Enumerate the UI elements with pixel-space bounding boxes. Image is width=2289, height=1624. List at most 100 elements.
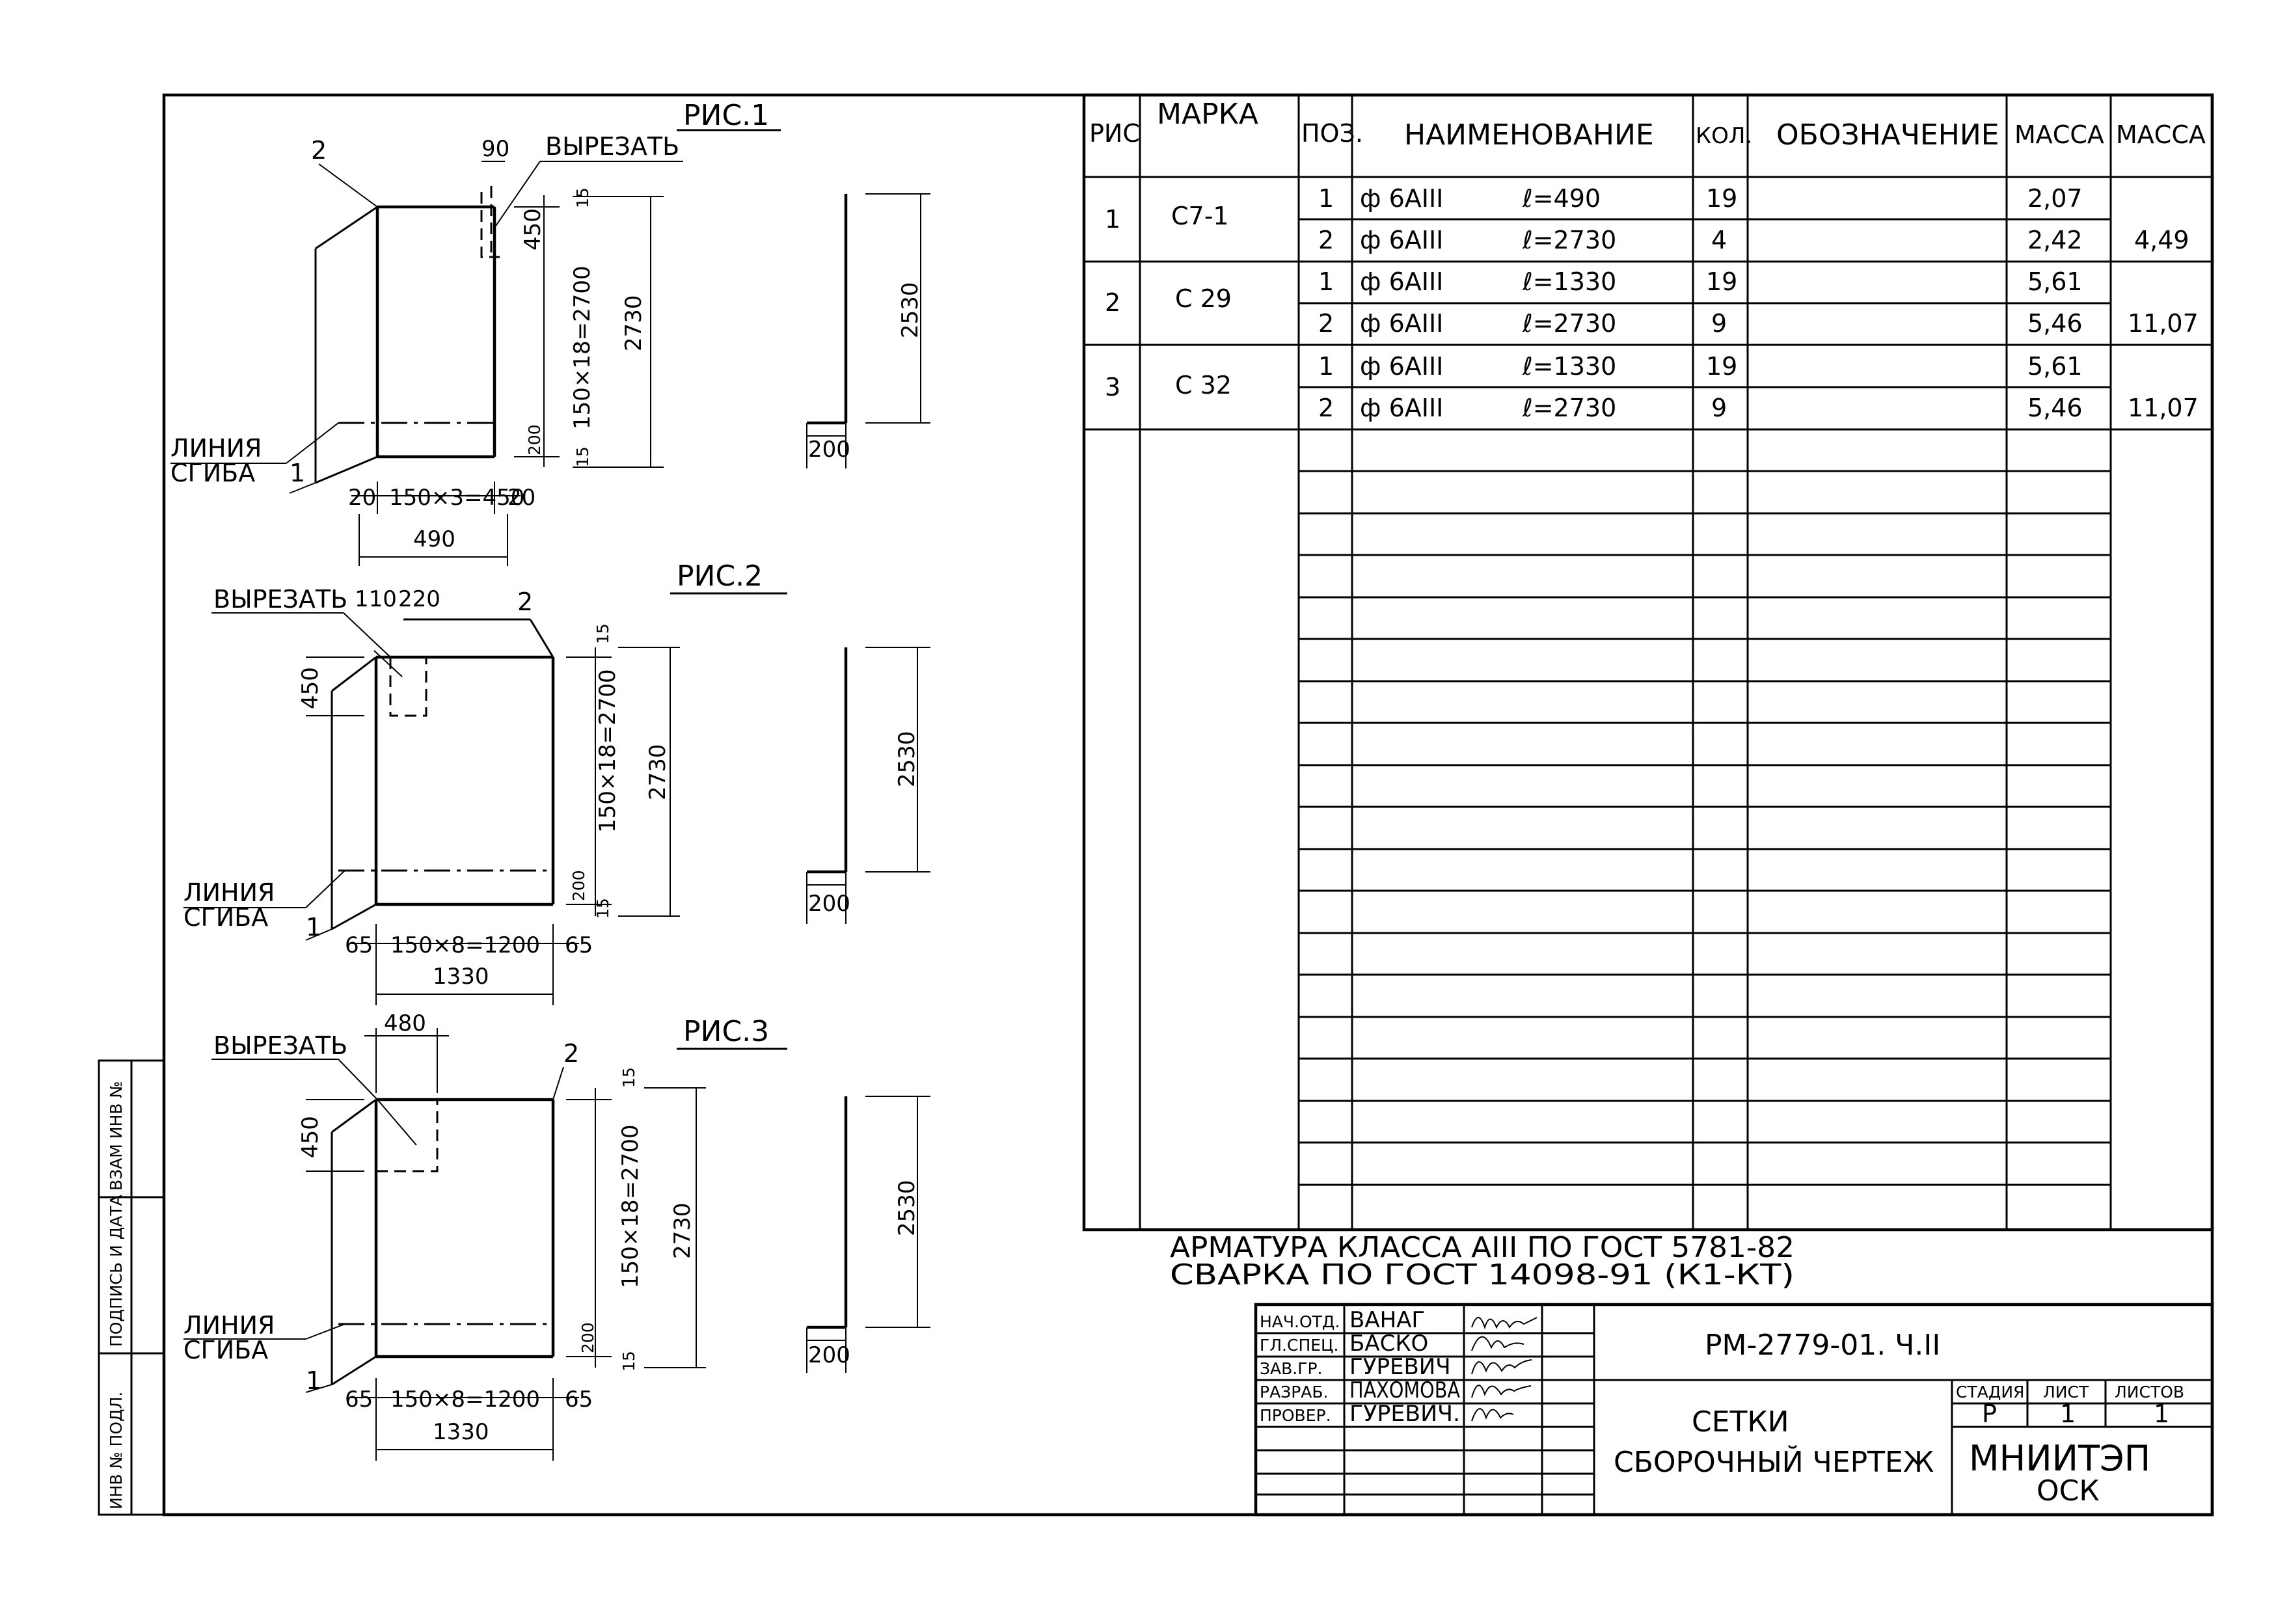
spec-header-name: НАИМЕНОВАНИЕ bbox=[1404, 118, 1654, 152]
figure-1-d2730: 2730 bbox=[621, 295, 647, 351]
figure-3-d450: 450 bbox=[297, 1116, 323, 1158]
figure-1-d90: 90 bbox=[481, 136, 509, 162]
figure-2-d65b: 65 bbox=[565, 932, 593, 958]
side-strip-sign: ПОДПИСЬ И ДАТА bbox=[107, 1195, 126, 1347]
figure-2-height: 2530 bbox=[894, 731, 920, 787]
figure-1-foot: 200 bbox=[808, 437, 850, 463]
figure-3-d2700: 150×18=2700 bbox=[617, 1124, 643, 1288]
figure-1: РИС.1 2 ВЫРЕЗАТЬ 90 ЛИНИЯ СГИБА 1 15 450… bbox=[170, 99, 930, 566]
figure-2: РИС.2 ВЫРЕЗАТЬ 110 220 2 450 ЛИНИЯ СГИБА… bbox=[183, 560, 930, 1005]
spec-row-mass: 5,61 bbox=[2027, 267, 2083, 296]
title-sheets: 1 bbox=[2154, 1400, 2169, 1428]
figure-3-title: РИС.3 bbox=[683, 1015, 769, 1048]
figure-1-height: 2530 bbox=[897, 282, 923, 338]
figure-1-d450: 450 bbox=[520, 208, 546, 250]
spec-group-1-mark: С7-1 bbox=[1171, 202, 1229, 230]
spec-header-designation: ОБОЗНАЧЕНИЕ bbox=[1776, 118, 1999, 152]
figure-3-pos2: 2 bbox=[563, 1039, 579, 1068]
spec-row-mass: 2,07 bbox=[2027, 184, 2083, 213]
figure-2-d1200: 150×8=1200 bbox=[390, 932, 540, 958]
figure-3: РИС.3 ВЫРЕЗАТЬ 480 2 450 ЛИНИЯ СГИБА 1 1… bbox=[183, 1010, 930, 1461]
title-name-checker: ГУРЕВИЧ. bbox=[1349, 1401, 1460, 1427]
figure-2-d15b: 15 bbox=[593, 898, 612, 919]
spec-group-3-fig: 3 bbox=[1105, 373, 1120, 401]
side-strip: ИНВ № ПОДЛ. ПОДПИСЬ И ДАТА ВЗАМ ИНВ № bbox=[98, 1059, 165, 1516]
title-sheets-label: ЛИСТОВ bbox=[2115, 1383, 2184, 1401]
spec-row-mass: 5,46 bbox=[2027, 394, 2083, 422]
signature-3 bbox=[1471, 1359, 1532, 1375]
title-doc-code: РМ-2779-01. Ч.II bbox=[1705, 1329, 1940, 1362]
spec-row-len: ℓ=490 bbox=[1522, 184, 1601, 213]
title-org: МНИИТЭП bbox=[1969, 1438, 2150, 1479]
spec-group-2-mark: С 29 bbox=[1175, 284, 1232, 313]
figure-2-d220: 220 bbox=[398, 586, 440, 612]
figure-3-foot: 200 bbox=[808, 1342, 850, 1368]
title-name-line1: СЕТКИ bbox=[1692, 1405, 1789, 1439]
spec-row-name: ф 6АIII bbox=[1360, 267, 1443, 296]
spec-row-mass: 5,46 bbox=[2027, 309, 2083, 338]
figure-3-d2730: 2730 bbox=[670, 1202, 696, 1259]
figure-1-d15a: 15 bbox=[573, 187, 592, 208]
spec-row-name: ф 6АIII bbox=[1360, 394, 1443, 422]
title-name-author: ПАХОМОВА bbox=[1349, 1377, 1460, 1403]
spec-group-3-total: 11,07 bbox=[2128, 394, 2199, 422]
spec-row-pos: 1 bbox=[1318, 267, 1334, 296]
spec-group-2-fig: 2 bbox=[1105, 288, 1120, 317]
notes: АРМАТУРА КЛАССА АIII ПО ГОСТ 5781-82 СВА… bbox=[1170, 1231, 1795, 1292]
spec-row-name: ф 6АIII bbox=[1360, 226, 1443, 254]
title-role-group: ЗАВ.ГР. bbox=[1260, 1359, 1323, 1378]
figure-3-d480: 480 bbox=[384, 1010, 426, 1036]
spec-group-3-mark: С 32 bbox=[1175, 371, 1232, 399]
spec-row-pos: 2 bbox=[1318, 309, 1334, 338]
figure-1-d20a: 20 bbox=[348, 485, 376, 511]
figure-1-pos1: 1 bbox=[290, 459, 305, 487]
figure-3-bend-label-2: СГИБА bbox=[183, 1336, 268, 1364]
figure-3-d1200: 150×8=1200 bbox=[390, 1387, 540, 1413]
title-block: НАЧ.ОТД. ГЛ.СПЕЦ. ЗАВ.ГР. РАЗРАБ. ПРОВЕР… bbox=[1254, 1303, 2214, 1517]
spec-row-name: ф 6АIII bbox=[1360, 184, 1443, 213]
title-stage: Р bbox=[1982, 1400, 1997, 1428]
title-org-sub: ОСК bbox=[2037, 1474, 2100, 1508]
figure-3-d1330: 1330 bbox=[433, 1419, 489, 1445]
title-stage-label: СТАДИЯ bbox=[1956, 1383, 2024, 1401]
spec-row-name: ф 6АIII bbox=[1360, 309, 1443, 338]
spec-row-mass: 5,61 bbox=[2027, 352, 2083, 381]
spec-empty-rows bbox=[1299, 470, 2111, 1186]
spec-header-mass-total: МАССА bbox=[2116, 120, 2206, 149]
spec-row-qty: 4 bbox=[1711, 226, 1727, 254]
spec-row-len: ℓ=2730 bbox=[1522, 226, 1616, 254]
figure-1-d450w: 150×3=450 bbox=[389, 485, 524, 511]
figure-1-d200: 200 bbox=[525, 424, 544, 455]
spec-row-pos: 2 bbox=[1318, 394, 1334, 422]
figure-1-bend-label-1: ЛИНИЯ bbox=[170, 434, 262, 463]
spec-row-len: ℓ=1330 bbox=[1522, 267, 1616, 296]
spec-row-name: ф 6АIII bbox=[1360, 352, 1443, 381]
title-name-line2: СБОРОЧНЫЙ ЧЕРТЕЖ bbox=[1614, 1444, 1934, 1479]
spec-row-mass: 2,42 bbox=[2027, 226, 2083, 254]
figure-2-bend-label-1: ЛИНИЯ bbox=[183, 878, 275, 907]
figure-2-cut-label: ВЫРЕЗАТЬ bbox=[213, 585, 347, 614]
figure-1-d490: 490 bbox=[413, 526, 455, 552]
title-sheet: 1 bbox=[2060, 1400, 2076, 1428]
spec-row-qty: 9 bbox=[1711, 309, 1727, 338]
figure-1-title: РИС.1 bbox=[683, 99, 769, 132]
spec-table: РИС МАРКА ПОЗ. НАИМЕНОВАНИЕ КОЛ. ОБОЗНАЧ… bbox=[1082, 93, 2214, 1232]
figure-2-title: РИС.2 bbox=[677, 560, 763, 593]
spec-row-pos: 1 bbox=[1318, 184, 1334, 213]
figure-3-d200: 200 bbox=[578, 1322, 597, 1353]
figure-1-pos2: 2 bbox=[311, 136, 327, 165]
title-role-chief: ГЛ.СПЕЦ. bbox=[1260, 1336, 1338, 1355]
figure-1-d2700: 150×18=2700 bbox=[569, 265, 595, 429]
signature-4 bbox=[1471, 1385, 1532, 1398]
title-name-chief: БАСКО bbox=[1349, 1331, 1428, 1357]
spec-row-qty: 19 bbox=[1706, 267, 1737, 296]
figure-1-d15b: 15 bbox=[573, 446, 592, 467]
title-name-group: ГУРЕВИЧ bbox=[1349, 1354, 1451, 1380]
figure-2-pos2: 2 bbox=[517, 588, 533, 616]
side-strip-inv: ИНВ № ПОДЛ. bbox=[107, 1392, 126, 1509]
spec-row-qty: 19 bbox=[1706, 352, 1737, 381]
figure-2-d200: 200 bbox=[569, 870, 588, 901]
spec-row-len: ℓ=2730 bbox=[1522, 394, 1616, 422]
figure-2-foot: 200 bbox=[808, 891, 850, 917]
